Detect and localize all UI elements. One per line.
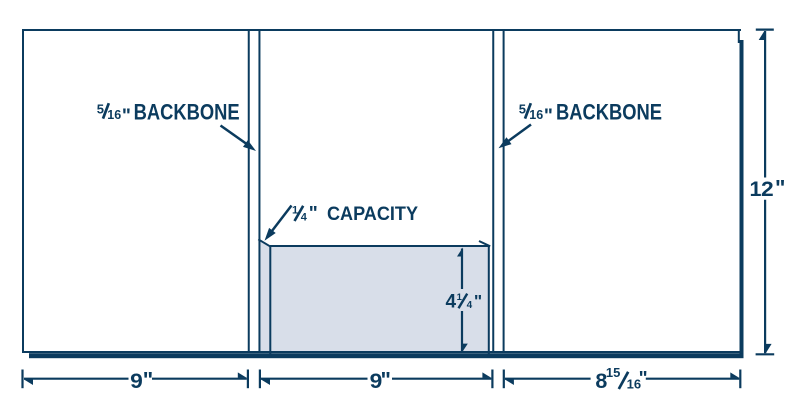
- svg-text:1: 1: [457, 292, 463, 303]
- svg-text:5: 5: [519, 101, 526, 116]
- svg-text:8: 8: [595, 369, 607, 393]
- svg-text:2: 2: [761, 177, 774, 201]
- svg-text:": ": [381, 367, 391, 392]
- svg-text:16: 16: [107, 108, 121, 122]
- svg-text:16: 16: [529, 108, 543, 122]
- svg-text:16: 16: [627, 376, 641, 391]
- svg-text:15: 15: [606, 365, 620, 380]
- svg-text:": ": [544, 106, 553, 127]
- svg-text:4: 4: [301, 212, 308, 224]
- svg-text:": ": [474, 291, 482, 311]
- svg-text:1: 1: [750, 177, 762, 201]
- svg-text:5: 5: [97, 101, 104, 116]
- svg-text:4: 4: [446, 292, 457, 313]
- svg-text:": ": [122, 106, 131, 127]
- svg-text:": ": [143, 367, 153, 392]
- svg-text:BACKBONE: BACKBONE: [134, 100, 240, 125]
- svg-text:CAPACITY: CAPACITY: [327, 203, 418, 225]
- svg-text:": ": [775, 176, 785, 201]
- svg-text:": ": [639, 369, 648, 390]
- svg-text:": ": [309, 204, 318, 225]
- svg-text:9: 9: [130, 369, 143, 393]
- svg-text:4: 4: [467, 300, 473, 311]
- svg-text:1: 1: [292, 205, 298, 217]
- svg-text:BACKBONE: BACKBONE: [556, 100, 662, 125]
- svg-text:9: 9: [370, 369, 383, 393]
